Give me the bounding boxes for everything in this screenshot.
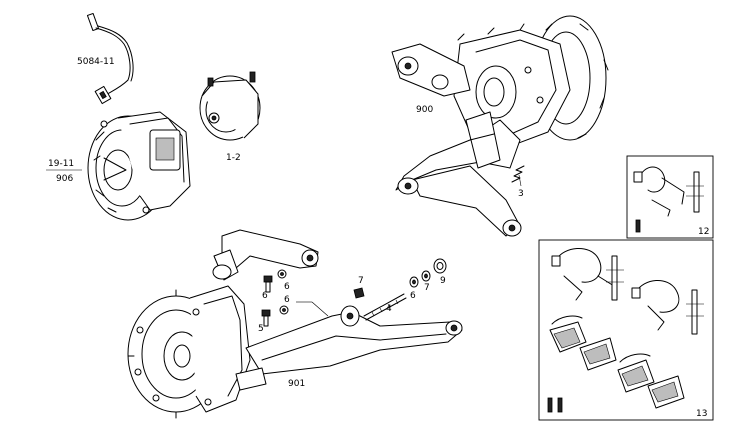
label-lower-assembly-ref: 901 bbox=[288, 379, 305, 389]
nut-upper[interactable] bbox=[277, 269, 287, 279]
label-spring-ref: 3 bbox=[518, 189, 524, 199]
label-upper-assembly-ref: 900 bbox=[416, 105, 433, 115]
label-nut-arm: 7 bbox=[358, 276, 364, 286]
label-stud: 4 bbox=[386, 304, 392, 314]
lower-axle-assembly[interactable] bbox=[127, 229, 463, 419]
label-hub-ref-bottom: 906 bbox=[56, 174, 73, 184]
nut-lower[interactable] bbox=[279, 305, 289, 315]
label-nut-lower: 6 bbox=[284, 295, 290, 305]
nut-arm[interactable] bbox=[353, 287, 365, 299]
hub-ref-label: 19-11 906 bbox=[46, 159, 82, 184]
label-hub-ref-top: 19-11 bbox=[48, 159, 74, 169]
label-washer-a: 6 bbox=[410, 291, 416, 301]
washer-a[interactable] bbox=[409, 276, 419, 288]
leader-lines bbox=[296, 301, 329, 317]
hub-drum-assembly[interactable] bbox=[87, 111, 191, 221]
label-pad-kit-ref: 13 bbox=[696, 409, 707, 419]
label-bushing: 9 bbox=[440, 276, 446, 286]
label-wear-kit-ref: 12 bbox=[698, 227, 709, 237]
coil-spring[interactable] bbox=[511, 165, 525, 187]
wheel-speed-sensor[interactable] bbox=[86, 12, 134, 105]
label-caliper-ref: 1-2 bbox=[226, 153, 241, 163]
washer-b[interactable] bbox=[421, 270, 431, 282]
brake-chamber[interactable] bbox=[199, 71, 261, 141]
label-bolt-upper: 6 bbox=[262, 291, 268, 301]
label-bolt-lower: 5 bbox=[258, 324, 264, 334]
upper-axle-assembly[interactable] bbox=[391, 15, 609, 237]
pad-kit-box bbox=[538, 239, 714, 421]
label-nut-upper: 6 bbox=[284, 282, 290, 292]
label-washer-b: 7 bbox=[424, 283, 430, 293]
label-sensor-ref: 5084-11 bbox=[77, 57, 115, 67]
bushing[interactable] bbox=[433, 258, 447, 274]
bolt-upper[interactable] bbox=[263, 275, 273, 293]
wear-sensor-kit-box bbox=[626, 155, 714, 239]
wear-sensor-kit-parts[interactable] bbox=[633, 166, 704, 233]
bolt-lower[interactable] bbox=[261, 309, 271, 327]
stud[interactable] bbox=[363, 293, 407, 321]
pad-kit-parts[interactable] bbox=[547, 248, 704, 413]
